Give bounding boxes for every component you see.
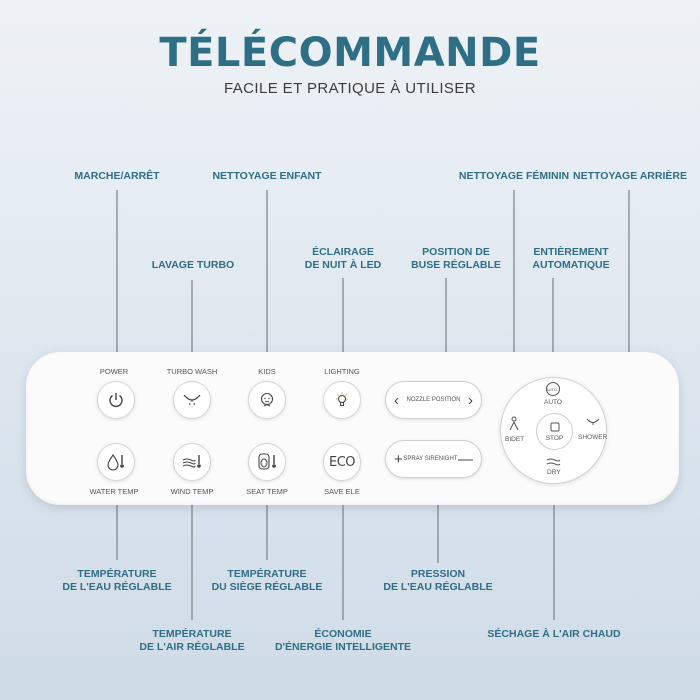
spray-pressure-control[interactable]: + SPRAY SIRENIGHT — — [385, 440, 482, 478]
mode-dial[interactable]: AUTO AUTO BIDET SHOWER STOP DRY — [500, 377, 607, 484]
auto-label[interactable]: AUTO — [544, 399, 562, 406]
callout-nozzle-line2: BUSE RÉGLABLE — [411, 259, 501, 271]
callout-water-temp-line2: DE L'EAU RÉGLABLE — [62, 581, 172, 593]
callout-air-temp: TEMPÉRATURE DE L'AIR RÉGLABLE — [132, 628, 252, 654]
bidet-icon — [509, 416, 519, 431]
callout-pressure-line2: DE L'EAU RÉGLABLE — [383, 581, 493, 593]
callout-kids: NETTOYAGE ENFANT — [212, 170, 322, 182]
callout-auto: ENTIÈREMENT AUTOMATIQUE — [516, 246, 626, 272]
water-drop-thermometer-icon — [107, 454, 124, 471]
turbo-wash-button[interactable] — [173, 381, 211, 419]
wind-temp-button[interactable] — [173, 443, 211, 481]
callout-water-temp: TEMPÉRATURE DE L'EAU RÉGLABLE — [57, 568, 177, 594]
callout-lighting-line1: ÉCLAIRAGE — [312, 246, 374, 258]
kids-button[interactable] — [248, 381, 286, 419]
callout-dry: SÉCHAGE À L'AIR CHAUD — [487, 628, 621, 640]
callout-lighting: ÉCLAIRAGE DE NUIT À LED — [293, 246, 393, 272]
water-temp-button[interactable] — [97, 443, 135, 481]
page-title: TÉLÉCOMMANDE — [159, 30, 541, 76]
eco-text: ECO — [328, 454, 356, 470]
turbo-wash-icon — [183, 394, 201, 406]
chevron-left-icon[interactable]: ‹ — [394, 391, 399, 409]
auto-badge-icon — [546, 382, 560, 396]
callout-pressure: PRESSION DE L'EAU RÉGLABLE — [378, 568, 498, 594]
page-subtitle: FACILE ET PRATIQUE À UTILISER — [224, 80, 476, 97]
shower-icon — [586, 418, 600, 425]
lighting-button[interactable] — [323, 381, 361, 419]
save-ele-label: SAVE ELE — [324, 487, 360, 496]
turbo-label: TURBO WASH — [166, 367, 218, 376]
callout-nozzle: POSITION DE BUSE RÉGLABLE — [401, 246, 511, 272]
eco-button[interactable]: ECO — [323, 443, 361, 481]
callout-energy: ÉCONOMIE D'ÉNERGIE INTELLIGENTE — [273, 628, 413, 654]
seat-temp-button[interactable] — [248, 443, 286, 481]
power-label: POWER — [99, 367, 129, 376]
callout-seat-temp-line2: DU SIÈGE RÉGLABLE — [211, 581, 323, 593]
callout-seat-temp-line1: TEMPÉRATURE — [227, 568, 307, 580]
callout-water-temp-line1: TEMPÉRATURE — [77, 568, 157, 580]
dry-icon — [546, 458, 561, 466]
spray-text: SPRAY SIRENIGHT — [403, 456, 458, 462]
water-temp-label: WATER TEMP — [89, 487, 139, 496]
callout-lighting-line2: DE NUIT À LED — [304, 259, 382, 271]
stop-label: STOP — [545, 434, 564, 442]
callout-air-temp-line1: TEMPÉRATURE — [152, 628, 232, 640]
shower-label[interactable]: SHOWER — [578, 434, 608, 441]
plus-icon[interactable]: + — [394, 450, 403, 468]
chevron-right-icon[interactable]: › — [467, 391, 473, 409]
lighting-label: LIGHTING — [324, 367, 360, 376]
power-icon — [109, 393, 123, 407]
auto-badge-text: AUTO — [546, 387, 558, 392]
wind-thermometer-icon — [182, 455, 201, 468]
callout-energy-line1: ÉCONOMIE — [314, 628, 372, 640]
bidet-label[interactable]: BIDET — [505, 436, 525, 443]
seat-temp-label: SEAT TEMP — [246, 487, 288, 496]
callout-auto-line2: AUTOMATIQUE — [532, 259, 610, 271]
nozzle-position-text: NOZZLE POSITION — [406, 397, 461, 403]
callout-turbo: LAVAGE TURBO — [151, 259, 235, 271]
callout-seat-temp: TEMPÉRATURE DU SIÈGE RÉGLABLE — [207, 568, 327, 594]
toilet-seat-thermometer-icon — [258, 453, 276, 470]
kids-label: KIDS — [258, 367, 276, 376]
callout-power: MARCHE/ARRÊT — [74, 170, 160, 182]
stop-button[interactable]: STOP — [536, 413, 573, 450]
minus-icon[interactable]: — — [457, 450, 473, 468]
callout-pressure-line1: PRESSION — [410, 568, 466, 580]
callout-nozzle-line1: POSITION DE — [422, 246, 490, 258]
light-bulb-icon — [336, 392, 348, 406]
nozzle-position-control[interactable]: ‹ NOZZLE POSITION › — [385, 381, 482, 419]
power-button[interactable] — [97, 381, 135, 419]
stop-icon — [550, 422, 559, 431]
callout-feminine: NETTOYAGE FÉMININ — [458, 170, 570, 182]
callout-rear: NETTOYAGE ARRIÈRE — [573, 170, 687, 182]
wind-temp-label: WIND TEMP — [170, 487, 214, 496]
callout-auto-line1: ENTIÈREMENT — [533, 246, 609, 258]
callout-air-temp-line2: DE L'AIR RÉGLABLE — [139, 641, 245, 653]
dry-label[interactable]: DRY — [547, 469, 561, 476]
child-face-icon — [260, 392, 274, 407]
callout-energy-line2: D'ÉNERGIE INTELLIGENTE — [274, 641, 412, 653]
